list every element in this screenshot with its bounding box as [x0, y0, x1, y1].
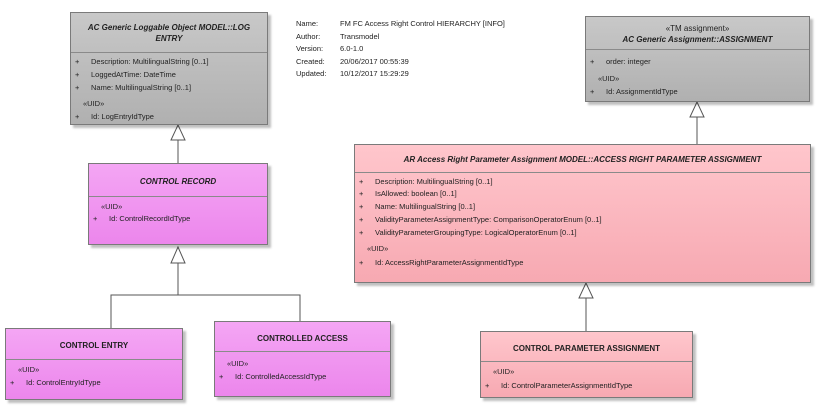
divider — [89, 196, 267, 197]
divider — [6, 359, 182, 360]
divider — [586, 49, 809, 50]
class-control-entry[interactable]: CONTROL ENTRY «UID» +Id: ControlEntryIdT… — [5, 328, 183, 400]
class-title: CONTROL ENTRY — [59, 341, 129, 350]
generalization-control-entry — [110, 263, 179, 328]
attribute: +ValidityParameterGroupingType: LogicalO… — [359, 228, 577, 237]
class-controlled-access[interactable]: CONTROLLED ACCESS «UID» +Id: ControlledA… — [214, 321, 391, 397]
class-title: CONTROLLED ACCESS — [257, 334, 348, 343]
info-author: Author:Transmodel — [296, 31, 380, 41]
divider — [215, 351, 390, 352]
info-name: Name:FM FC Access Right Control HIERARCH… — [296, 19, 505, 28]
generalization-arrow-assignment — [689, 100, 705, 118]
info-created: Created:20/06/2017 00:55:39 — [296, 56, 409, 66]
uid-attribute: +Id: ControlEntryIdType — [10, 378, 101, 387]
uid-stereotype: «UID» — [83, 99, 105, 108]
attribute: +LoggedAtTime: DateTime — [75, 70, 176, 79]
generalization-controlled-access — [178, 294, 301, 321]
generalization-arrow-arpa — [578, 281, 594, 299]
uid-stereotype: «UID» — [493, 367, 515, 376]
uid-stereotype: «UID» — [101, 202, 123, 211]
uid-attribute: +Id: LogEntryIdType — [75, 112, 154, 121]
divider — [355, 172, 810, 173]
info-updated: Updated:10/12/2017 15:29:29 — [296, 69, 409, 78]
attribute: +IsAllowed: boolean [0..1] — [359, 189, 457, 198]
divider — [481, 361, 692, 362]
uid-stereotype: «UID» — [367, 244, 389, 253]
generalization-arrow-control-record — [170, 245, 186, 264]
uid-stereotype: «UID» — [598, 74, 620, 83]
generalization-arrow-log-entry — [170, 123, 186, 141]
uid-stereotype: «UID» — [227, 359, 249, 368]
uid-stereotype: «UID» — [18, 365, 40, 374]
attribute: +Description: MultilingualString [0..1] — [359, 177, 493, 186]
attribute: +ValidityParameterAssignmentType: Compar… — [359, 215, 602, 224]
attribute: +Description: MultilingualString [0..1] — [75, 57, 209, 66]
attribute: +order: integer — [590, 57, 651, 66]
uid-attribute: +Id: ControlParameterAssignmentIdType — [485, 381, 633, 390]
uid-attribute: +Id: ControlledAccessIdType — [219, 372, 327, 381]
uid-attribute: +Id: AssignmentIdType — [590, 87, 678, 96]
class-control-record[interactable]: CONTROL RECORD «UID» +Id: ControlRecordI… — [88, 163, 268, 245]
attribute: +Name: MultilingualString [0..1] — [75, 83, 192, 92]
class-title: AC Generic Loggable Object MODEL::LOG EN… — [87, 23, 251, 43]
divider — [71, 52, 267, 53]
uid-attribute: +Id: ControlRecordIdType — [93, 214, 191, 223]
attribute: +Name: MultilingualString [0..1] — [359, 202, 476, 211]
class-title: CONTROL PARAMETER ASSIGNMENT — [513, 344, 660, 353]
diagram-info: Name:FM FC Access Right Control HIERARCH… — [296, 18, 505, 81]
class-log-entry[interactable]: AC Generic Loggable Object MODEL::LOG EN… — [70, 12, 268, 125]
class-assignment[interactable]: «TM assignment» AC Generic Assignment::A… — [585, 16, 810, 102]
class-control-parameter-assignment[interactable]: CONTROL PARAMETER ASSIGNMENT «UID» +Id: … — [480, 331, 693, 398]
class-title: «TM assignment» AC Generic Assignment::A… — [586, 23, 809, 45]
info-version: Version:6.0-1.0 — [296, 44, 364, 53]
class-access-right-parameter-assignment[interactable]: AR Access Right Parameter Assignment MOD… — [354, 144, 811, 283]
class-stereotype: «TM assignment» — [665, 24, 730, 33]
class-title: AR Access Right Parameter Assignment MOD… — [403, 155, 762, 164]
class-title: CONTROL RECORD — [139, 177, 217, 186]
uid-attribute: +Id: AccessRightParameterAssignmentIdTyp… — [359, 258, 524, 267]
